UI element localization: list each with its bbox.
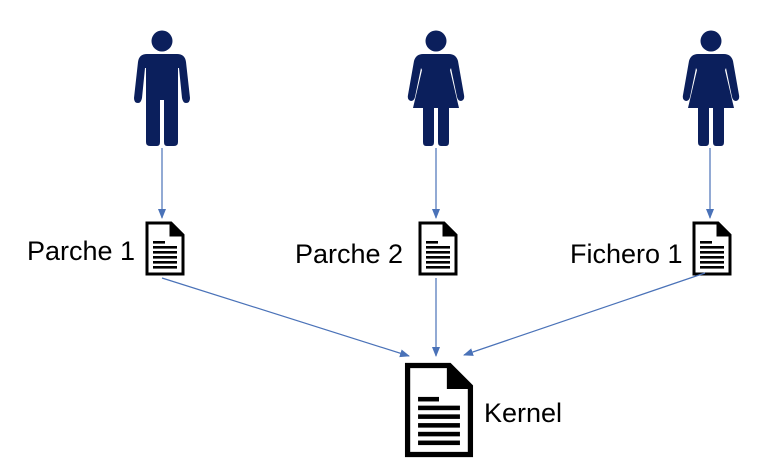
arrow-fichero1-to-kernel (463, 272, 706, 356)
document-label-fichero-1: Fichero 1 (570, 239, 683, 269)
person-2-figure (407, 30, 465, 146)
man-icon (134, 30, 190, 146)
document-label-parche-1: Parche 1 (27, 236, 136, 266)
document-icon (145, 221, 185, 276)
person-1-figure (134, 30, 190, 146)
person-3-figure (682, 30, 740, 146)
document-icon (418, 221, 458, 276)
document-icon (408, 365, 471, 454)
document-label-parche-2: Parche 2 (295, 239, 404, 269)
woman-icon (407, 30, 465, 146)
document-icon (692, 221, 732, 276)
woman-icon (682, 30, 740, 146)
arrow-parche1-to-kernel (161, 277, 410, 358)
kernel-label: Kernel (484, 398, 563, 428)
